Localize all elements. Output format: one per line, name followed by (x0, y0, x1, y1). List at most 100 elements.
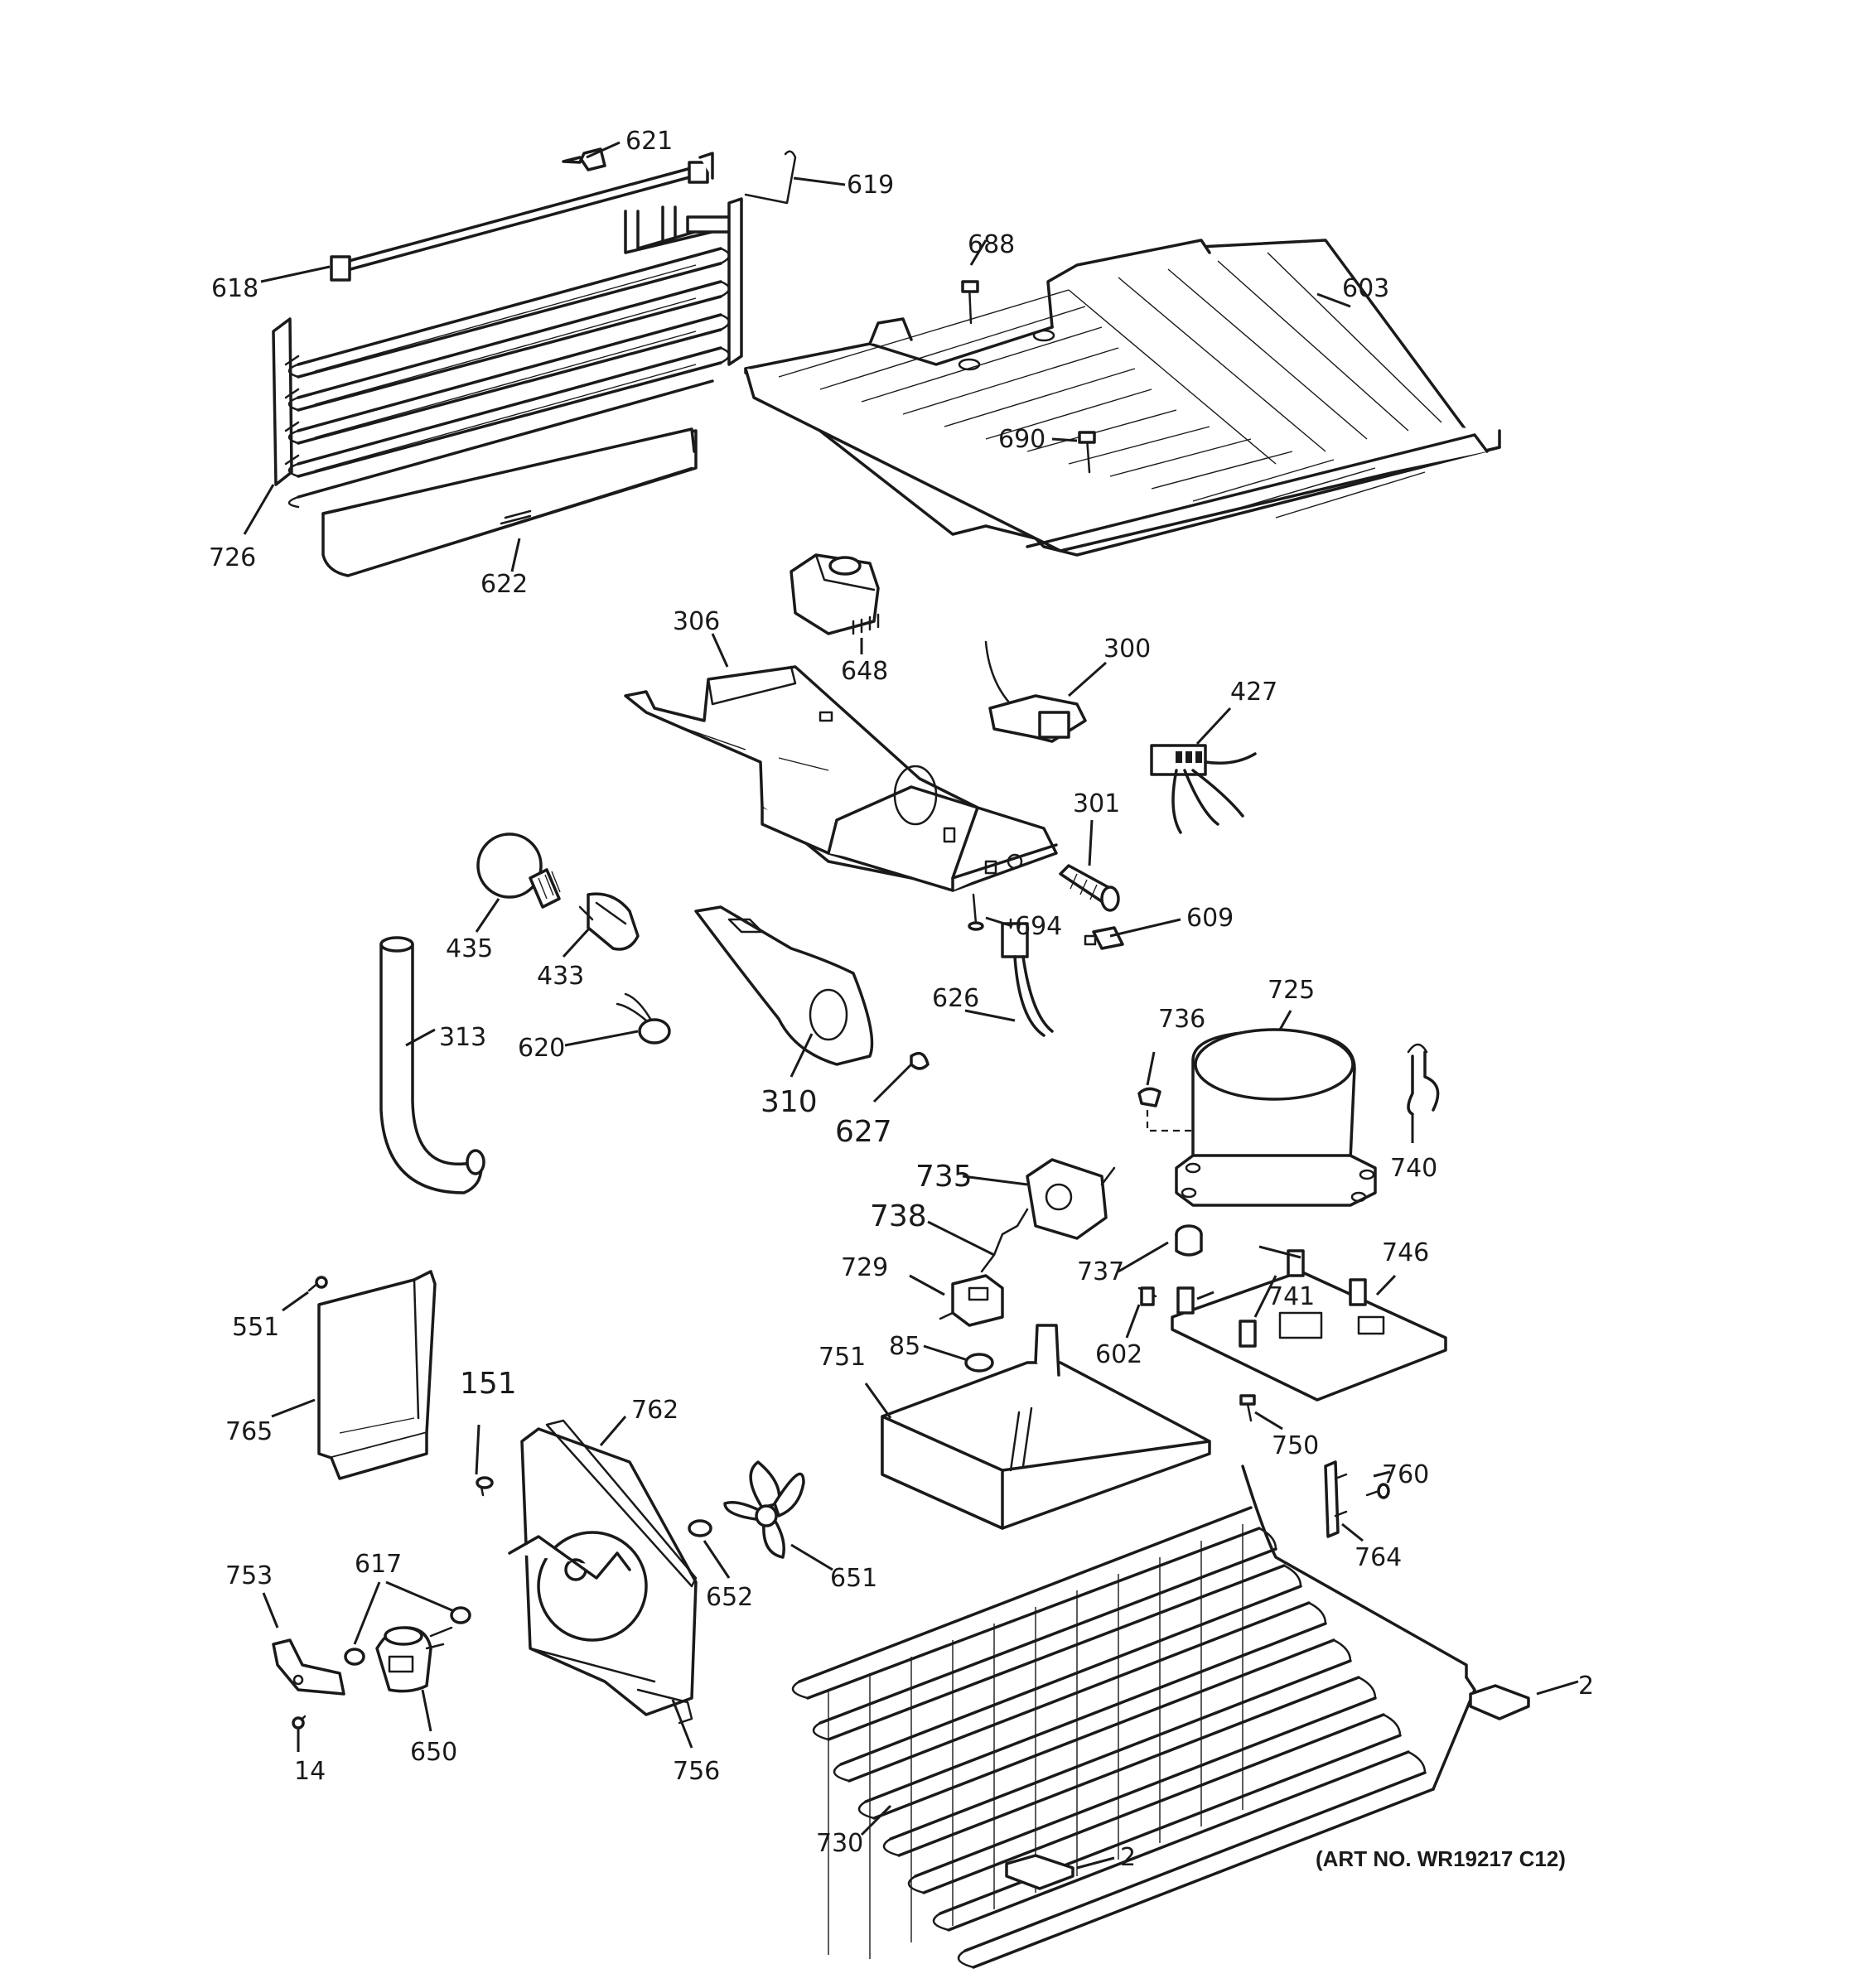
callout-619: 619 (847, 171, 894, 200)
bracket-753 (272, 1638, 345, 1696)
callout-622: 622 (480, 570, 528, 599)
callout-726: 726 (209, 543, 256, 572)
defrost-timer-648 (790, 553, 880, 635)
callout-756: 756 (673, 1757, 720, 1786)
screw-602 (1137, 1286, 1157, 1306)
callout-694: 694 (1015, 912, 1062, 941)
screw-690 (1078, 431, 1096, 474)
callout-688: 688 (968, 230, 1015, 259)
callout-618: 618 (211, 274, 258, 303)
callout-2a: 2 (1578, 1672, 1594, 1701)
drain-trough-622 (321, 427, 698, 577)
callout-741: 741 (1268, 1282, 1315, 1311)
callout-738: 738 (870, 1199, 927, 1233)
callout-551: 551 (232, 1313, 279, 1342)
control-housing-306 (624, 665, 1058, 892)
callout-751: 751 (819, 1343, 866, 1372)
leader-lines (243, 141, 1579, 1870)
screw-750 (1239, 1394, 1256, 1422)
callout-750: 750 (1272, 1431, 1319, 1460)
thermostat-300 (984, 640, 1087, 743)
evaporator-coil-726 (272, 197, 743, 509)
callout-300: 300 (1103, 635, 1151, 663)
callout-730: 730 (816, 1829, 863, 1858)
screw-694 (968, 893, 984, 931)
foot-pad-2b (1005, 1854, 1074, 1890)
screw-14 (292, 1715, 307, 1730)
callout-626: 626 (932, 984, 979, 1013)
fan-motor-650 (375, 1626, 453, 1693)
overload-clip-736 (1137, 1087, 1195, 1156)
start-relay-735 (1026, 1158, 1116, 1240)
cord-626 (1001, 918, 1054, 1037)
fan-nut-652 (688, 1519, 712, 1537)
callout-650: 650 (410, 1738, 457, 1767)
grommet-85 (964, 1353, 994, 1373)
callout-652: 652 (706, 1583, 753, 1612)
fan-cap-620 (616, 992, 671, 1045)
callout-306: 306 (673, 607, 720, 636)
callout-14: 14 (294, 1757, 326, 1786)
callout-765: 765 (225, 1417, 273, 1446)
wire-738 (980, 1208, 1029, 1273)
callout-651: 651 (830, 1564, 877, 1593)
callout-737: 737 (1077, 1257, 1124, 1286)
callout-313: 313 (439, 1023, 486, 1052)
callout-433: 433 (537, 962, 584, 991)
fan-blade-651 (723, 1460, 805, 1559)
clip-740 (1407, 1043, 1440, 1116)
condenser-coil-730 (791, 1464, 1476, 1969)
callout-746: 746 (1382, 1238, 1429, 1267)
switch-609 (1084, 926, 1124, 950)
light-bulb-435 (476, 832, 561, 909)
callout-736: 736 (1158, 1005, 1205, 1034)
callout-427: 427 (1230, 678, 1277, 707)
capacitor-729 (939, 1274, 1004, 1327)
screw-551 (307, 1276, 328, 1292)
callout-151: 151 (460, 1367, 517, 1401)
heater-rod-618 (330, 152, 714, 282)
callout-310: 310 (761, 1085, 818, 1119)
callout-602: 602 (1095, 1340, 1142, 1369)
shelf-603 (744, 239, 1501, 557)
foam-insulation-310 (694, 905, 874, 1066)
lamp-socket-433 (578, 892, 640, 951)
callout-735: 735 (915, 1160, 973, 1194)
drain-tube-313 (379, 936, 485, 1194)
callout-85: 85 (889, 1332, 920, 1361)
clip-627 (910, 1051, 930, 1070)
callout-301: 301 (1073, 789, 1120, 818)
callout-760: 760 (1382, 1460, 1429, 1489)
screw-151 (476, 1476, 494, 1497)
compressor-725 (1175, 1028, 1377, 1207)
callout-2b: 2 (1120, 1843, 1136, 1872)
cover-765 (317, 1270, 437, 1480)
callout-609: 609 (1186, 904, 1234, 933)
callout-690: 690 (998, 425, 1045, 454)
callout-435: 435 (446, 934, 493, 963)
callout-729: 729 (841, 1253, 888, 1282)
callout-620: 620 (518, 1034, 565, 1063)
grommets-617 (344, 1606, 471, 1666)
wire-harness-427 (1150, 744, 1257, 834)
callout-621: 621 (625, 127, 673, 156)
callout-648: 648 (841, 657, 888, 686)
wire-619 (744, 150, 797, 205)
compressor-plate-746 (1171, 1249, 1447, 1402)
grommet-737 (1175, 1224, 1203, 1257)
callout-764: 764 (1355, 1543, 1402, 1572)
callout-627: 627 (835, 1115, 892, 1149)
drain-pan-751 (881, 1324, 1211, 1530)
callout-753: 753 (225, 1561, 273, 1590)
callout-labels: 621 619 618 726 622 688 603 690 306 648 … (209, 127, 1594, 1872)
bracket-764 (1324, 1460, 1348, 1538)
light-socket-301 (1059, 864, 1120, 912)
callout-725: 725 (1268, 976, 1315, 1005)
callout-740: 740 (1390, 1154, 1437, 1183)
callout-762: 762 (631, 1396, 678, 1425)
callout-617: 617 (355, 1550, 402, 1579)
screw-760 (1365, 1483, 1390, 1499)
callout-603: 603 (1342, 274, 1389, 303)
art-number: (ART NO. WR19217 C12) (1316, 1846, 1566, 1871)
